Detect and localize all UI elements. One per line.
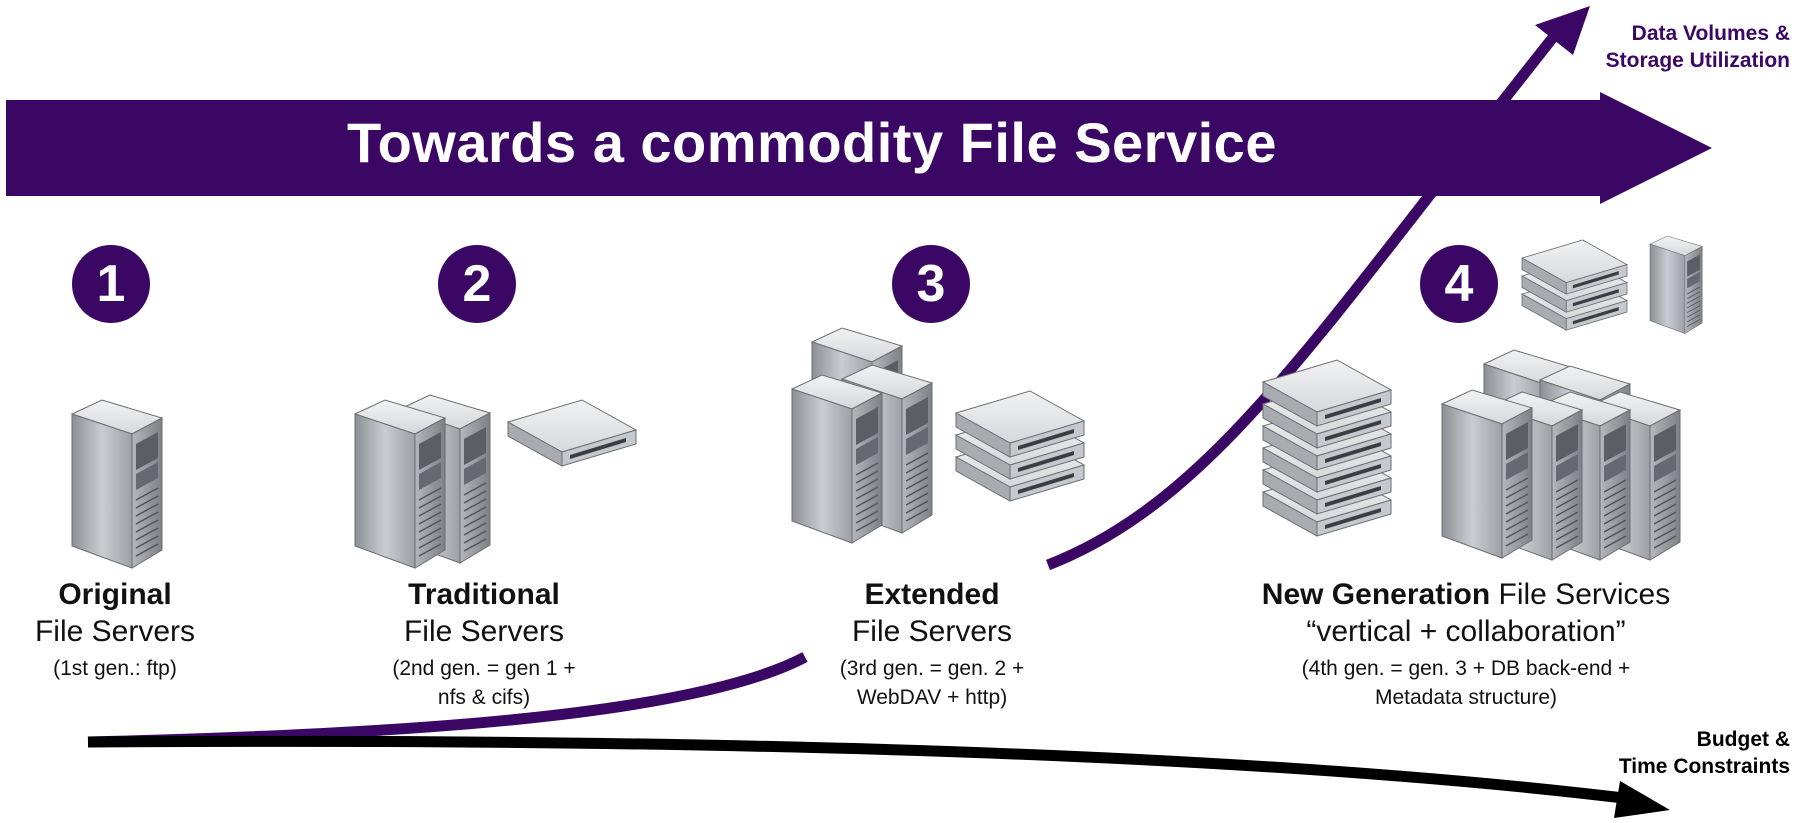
- budget-label: Budget & Time Constraints: [1619, 726, 1790, 780]
- generation-3-line2: File Servers: [851, 615, 1013, 648]
- data-volume-arrowhead: [1535, 6, 1590, 55]
- generation-1-badge: 1: [72, 245, 150, 323]
- generation-1-note: (1st gen.: ftp): [53, 657, 177, 680]
- server-icon: [791, 374, 883, 544]
- generation-4-badge: 4: [1420, 245, 1498, 323]
- generation-2-note: (2nd gen. = gen 1 +nfs & cifs): [392, 657, 576, 709]
- rack-server-icon: [507, 399, 637, 467]
- generation-2-line2: File Servers: [403, 615, 565, 648]
- budget-label-line1: Budget &: [1696, 728, 1790, 751]
- data-volume-label: Data Volumes & Storage Utilization: [1606, 20, 1790, 74]
- generation-2-caption: Traditional File Servers (2nd gen. = gen…: [334, 576, 634, 712]
- generation-2-badge: 2: [438, 245, 516, 323]
- generation-2-name: Traditional: [408, 578, 560, 611]
- generation-1-caption: Original File Servers (1st gen.: ftp): [0, 576, 230, 683]
- generation-4-name: New Generation File Services: [1261, 578, 1671, 611]
- data-volume-label-line2: Storage Utilization: [1605, 49, 1790, 72]
- generation-1-name: Original: [58, 578, 172, 611]
- generation-3-caption: Extended File Servers (3rd gen. = gen. 2…: [782, 576, 1082, 712]
- server-icon: [354, 399, 446, 569]
- banner-title: Towards a commodity File Service: [347, 111, 1277, 174]
- budget-curve: [87, 735, 1641, 806]
- generation-4-caption: New Generation File Services “vertical +…: [1226, 576, 1706, 712]
- data-volume-label-line1: Data Volumes &: [1631, 22, 1790, 45]
- budget-arrowhead: [1614, 781, 1670, 818]
- generation-3-badge: 3: [892, 245, 970, 323]
- generation-3-note: (3rd gen. = gen. 2 +WebDAV + http): [839, 657, 1025, 709]
- budget-label-line2: Time Constraints: [1618, 755, 1790, 778]
- server-icon: [71, 399, 163, 569]
- generation-3-name: Extended: [864, 578, 1000, 611]
- server-icon: [1441, 389, 1533, 559]
- generation-4-line2: “vertical + collaboration”: [1306, 615, 1626, 648]
- generation-4-note: (4th gen. = gen. 3 + DB back-end +Metada…: [1301, 657, 1631, 709]
- generation-1-line2: File Servers: [34, 615, 196, 648]
- banner-arrow: [6, 92, 1712, 204]
- server-icon: [1649, 235, 1703, 334]
